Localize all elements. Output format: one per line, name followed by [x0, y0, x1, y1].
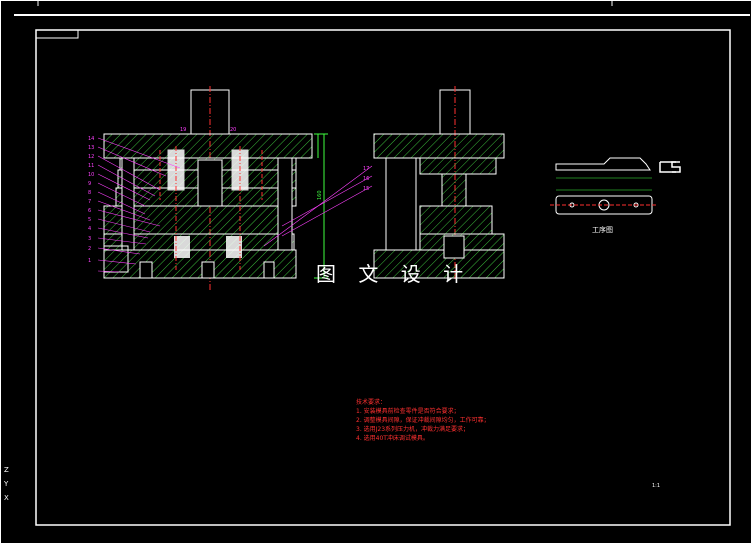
side-section-view [373, 86, 505, 280]
svg-text:7: 7 [88, 199, 91, 205]
note-line: 4. 选用40T冲床调试模具。 [356, 435, 429, 442]
svg-text:6: 6 [88, 208, 91, 214]
svg-text:11: 11 [88, 163, 94, 169]
svg-text:19: 19 [180, 127, 186, 133]
axis-label-z: Z [4, 466, 9, 474]
svg-text:5: 5 [88, 217, 91, 223]
corner-label-box [35, 29, 79, 39]
note-line: 3. 选用J23系列压力机，冲裁力满足要求； [356, 426, 470, 433]
svg-text:2: 2 [88, 246, 91, 252]
svg-text:4: 4 [88, 226, 91, 232]
svg-text:9: 9 [88, 181, 91, 187]
note-line: 2. 调整模具间隙，保证冲裁间隙均匀，工作可靠； [356, 417, 490, 424]
svg-text:10: 10 [88, 172, 94, 178]
drawing-border [35, 29, 731, 526]
svg-text:12: 12 [88, 154, 94, 160]
front-section-view [103, 86, 328, 290]
svg-text:15: 15 [363, 186, 369, 192]
title-block-scale: 1:1 [652, 483, 661, 489]
svg-text:3: 3 [88, 236, 91, 242]
axis-label-x: X [4, 494, 9, 502]
svg-text:14: 14 [88, 136, 94, 142]
axis-label-y: Y [4, 480, 9, 488]
svg-text:13: 13 [88, 145, 94, 151]
svg-text:20: 20 [230, 127, 236, 133]
top-border [14, 14, 750, 16]
technical-notes: 技术要求： 1. 安装模具前检查零件是否符合要求； 2. 调整模具间隙，保证冲裁… [356, 398, 490, 443]
note-line: 1. 安装模具前检查零件是否符合要求； [356, 408, 460, 415]
notes-title: 技术要求： [356, 399, 387, 406]
svg-text:8: 8 [88, 190, 91, 196]
part-number-leaders [97, 137, 373, 273]
watermark-text: 图 文 设 计 [316, 262, 472, 286]
part-number-labels: 14 13 12 11 10 9 8 7 6 5 4 3 2 1 17 16 1… [88, 127, 369, 264]
svg-text:16: 16 [363, 176, 369, 182]
process-drawing-caption: 工序图 [592, 226, 613, 234]
height-dimension: 160 [317, 190, 323, 200]
workpiece-drawing [550, 157, 681, 215]
svg-text:1: 1 [88, 258, 91, 264]
svg-text:17: 17 [363, 166, 369, 172]
